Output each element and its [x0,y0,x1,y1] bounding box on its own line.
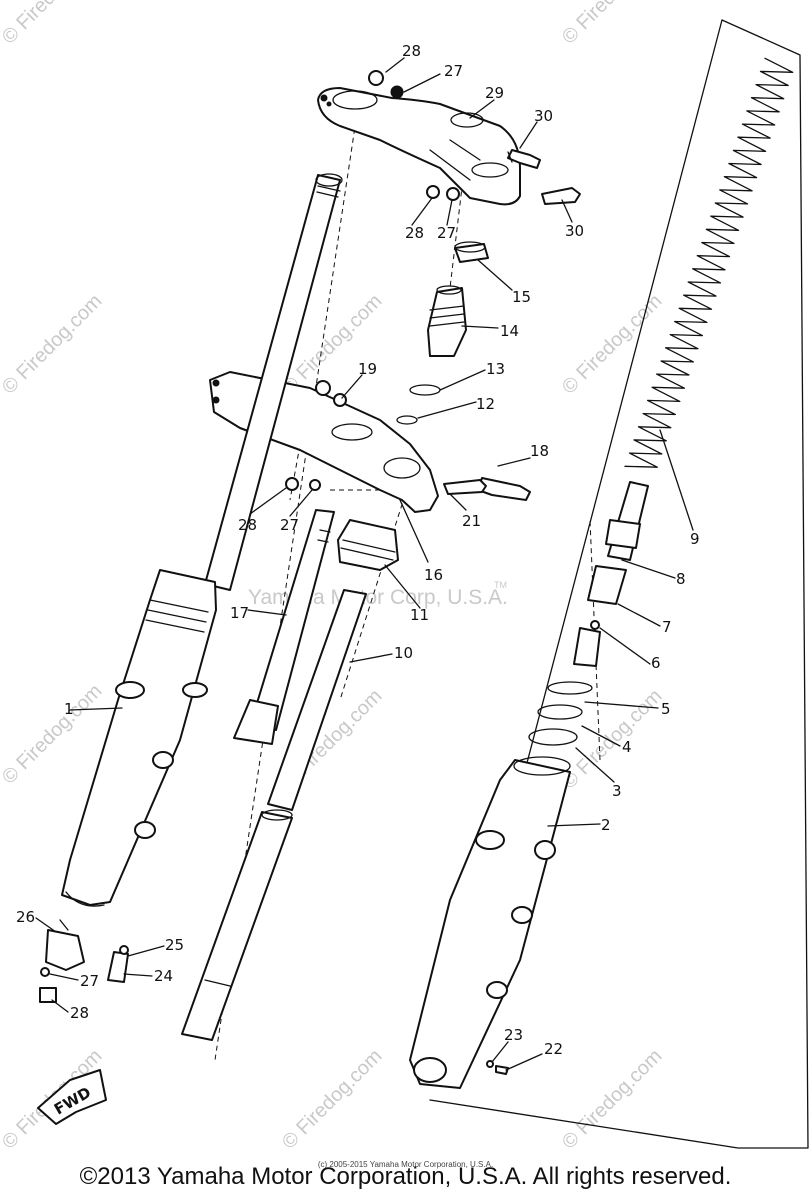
callout-label: 11 [410,606,429,624]
watermark-tile: © Firedog.com [558,685,667,794]
callout-label: 19 [358,360,377,378]
callout-label: 17 [230,604,249,622]
callout-label: 18 [530,442,549,460]
callout-label: 21 [462,512,481,530]
callout-label: 22 [544,1040,563,1058]
callout-label: 24 [154,967,173,985]
upper-bracket [317,87,521,206]
callout-label: 12 [476,395,495,413]
fork-cap-parts [396,241,489,425]
watermark-layer: © Firedog.com © Firedog.com © Firedog.co… [0,0,666,1154]
callout-label: 16 [424,566,443,584]
callout-label: 27 [437,224,456,242]
inner-tube [181,519,399,1041]
callout-label: 28 [405,224,424,242]
callout-label: 28 [70,1004,89,1022]
watermark-tile: © Firedog.com [558,0,667,49]
front-fork-exploded-diagram: © Firedog.com © Firedog.com © Firedog.co… [0,0,809,1154]
callout-label: 29 [485,84,504,102]
copyright-footer: ©2013 Yamaha Motor Corporation, U.S.A. A… [79,1163,732,1190]
left-fork-tube [204,173,343,591]
fork-spring [624,57,794,468]
callout-label: 7 [662,618,672,636]
callout-label: 25 [165,936,184,954]
left-outer-tube [61,569,217,907]
watermark-tile: © Firedog.com [558,1045,667,1154]
right-outer-tube [409,756,571,1089]
callout-label: 3 [612,782,622,800]
spring-box-outline [429,19,809,1149]
callout-label: 5 [661,700,671,718]
damper-rod [233,509,335,745]
watermark-tile: © Firedog.com [558,290,667,399]
callout-label: 4 [622,738,632,756]
axle-clamp-hardware [39,919,509,1075]
callout-label: 27 [80,972,99,990]
callout-label: 8 [676,570,686,588]
callout-label: 28 [402,42,421,60]
callout-label: 13 [486,360,505,378]
callout-label: 27 [280,516,299,534]
small-copyright: (c) 2005-2015 Yamaha Motor Corporation, … [317,1160,494,1169]
callout-label: 26 [16,908,35,926]
callout-label: 10 [394,644,413,662]
watermark-tm: TM [494,580,507,590]
watermark-tile: © Firedog.com [0,680,106,789]
callout-label: 14 [500,322,519,340]
callout-label: 1 [64,700,74,718]
callout-label: 30 [534,107,553,125]
watermark-tile: © Firedog.com [0,0,106,49]
callout-label: 9 [690,530,700,548]
watermark-tile: © Firedog.com [278,1045,387,1154]
callout-label: 30 [565,222,584,240]
watermark-tile: © Firedog.com [0,290,106,399]
small-hardware-top [368,70,581,205]
callout-label: 28 [238,516,257,534]
callout-labels: 28 27 29 30 28 27 30 15 14 19 13 12 18 2… [16,42,700,1058]
callout-label: 23 [504,1026,523,1044]
callout-label: 6 [651,654,661,672]
leader-lines [35,57,694,1071]
callout-label: 15 [512,288,531,306]
callout-label: 2 [601,816,611,834]
right-damper-parts [528,481,649,746]
callout-label: 27 [444,62,463,80]
